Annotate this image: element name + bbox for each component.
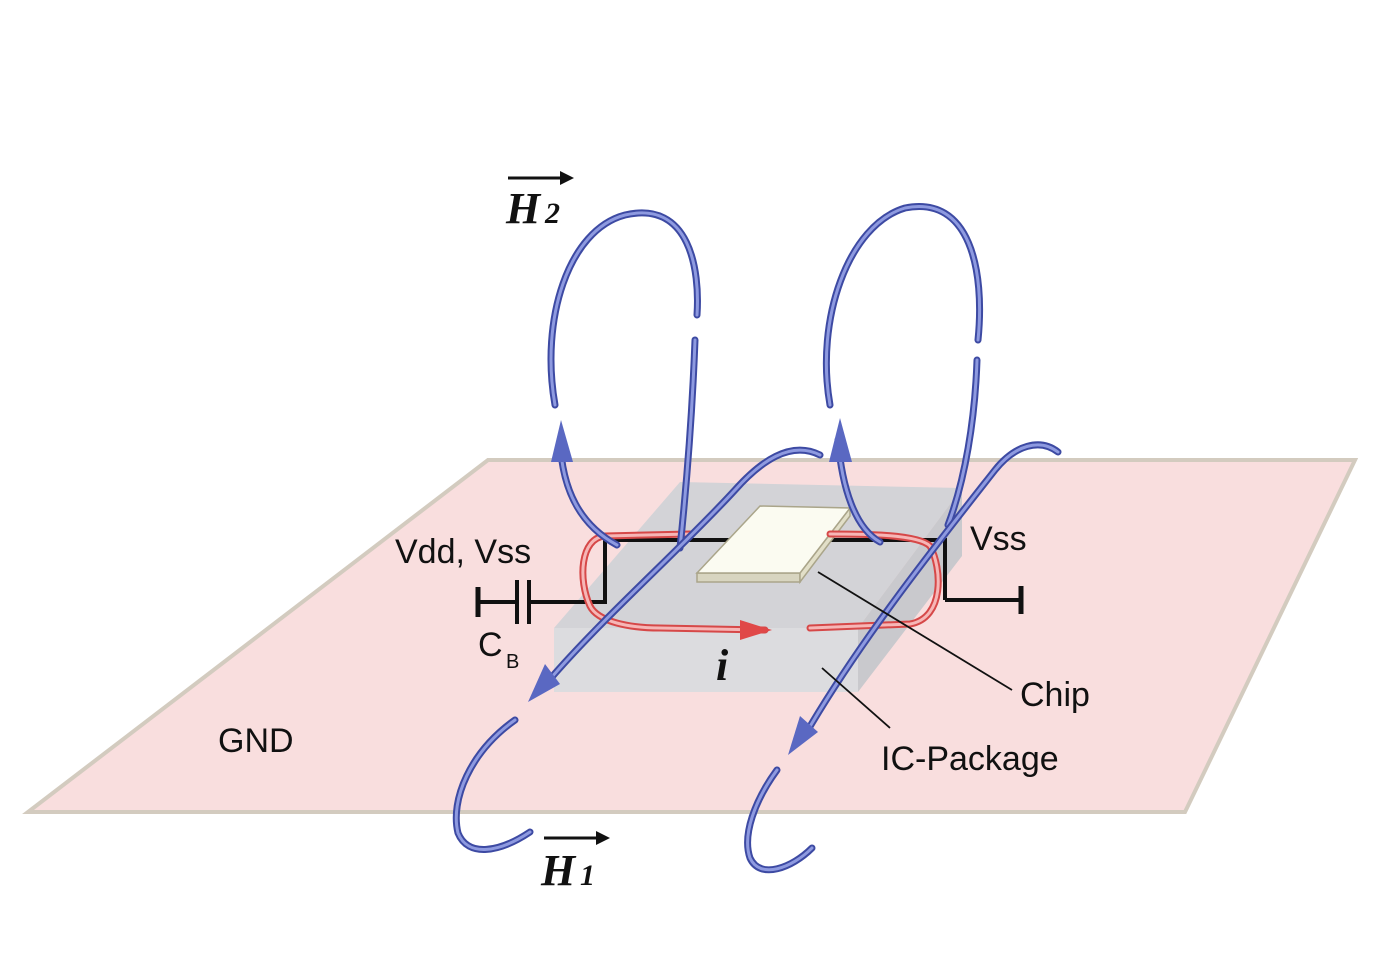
package-front	[554, 628, 858, 692]
vss-label: Vss	[970, 520, 1027, 558]
leader-lines	[817, 571, 1013, 729]
current-arrow	[740, 620, 772, 640]
h2-loop-left	[547, 209, 701, 409]
h2-arrow-left	[551, 420, 573, 462]
h2-loop-right	[822, 203, 984, 409]
gnd-label: GND	[218, 722, 294, 760]
chip-label: Chip	[1020, 676, 1090, 714]
cb-subscript: B	[506, 651, 519, 673]
current-label: i	[716, 641, 729, 690]
conductor-traces	[475, 538, 1024, 617]
current-loop	[579, 530, 942, 640]
ic-package-label: IC-Package	[881, 740, 1059, 778]
h2-field-loops	[547, 203, 984, 552]
h1-arrow-left	[528, 664, 560, 702]
vdd-vss-label: Vdd, Vss	[395, 533, 531, 571]
h1-arrow-right	[788, 716, 818, 755]
h1-label: H 1	[540, 831, 610, 895]
h1-field-loops	[452, 716, 816, 874]
package-leader	[821, 667, 891, 729]
h1-letter: H	[540, 846, 577, 895]
h2-label: H 2	[505, 171, 574, 233]
chip-top	[695, 505, 852, 574]
h2-letter: H	[505, 184, 542, 233]
chip-leader	[817, 571, 1013, 691]
chip	[695, 505, 852, 585]
h1-field-diagonals	[528, 441, 1062, 755]
cb-label: C	[478, 626, 503, 664]
chip-side	[696, 572, 801, 583]
h2-arrow-right	[829, 418, 852, 462]
h1-subscript: 1	[580, 859, 595, 892]
h2-subscript: 2	[544, 197, 560, 230]
decoupling-capacitor	[515, 580, 531, 624]
